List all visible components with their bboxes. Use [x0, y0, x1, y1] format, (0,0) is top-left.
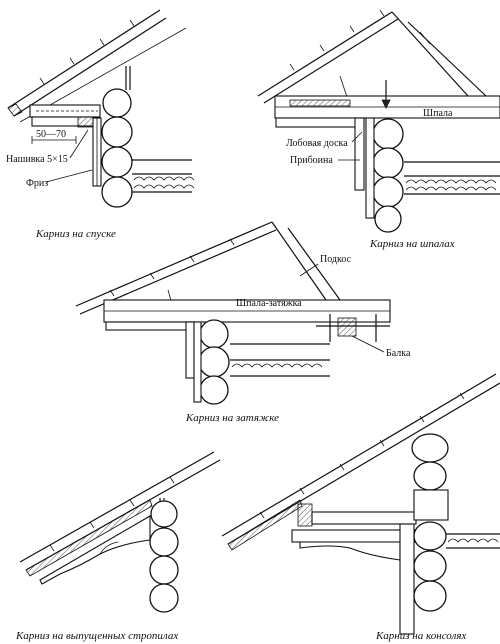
- soffit-board-label: Прибоина: [290, 155, 333, 166]
- soffit-box: [29, 104, 101, 128]
- dimension-label: 50—70: [36, 129, 66, 140]
- beam-section: [316, 314, 390, 342]
- caption-eave-on-extended-rafters: Карниз на выпущенных стропилах: [15, 630, 178, 642]
- beam-label: Балка: [386, 348, 411, 359]
- log-wall: [365, 117, 404, 233]
- fascia-label: Лобовая доска: [286, 138, 348, 149]
- log-wall: [411, 433, 449, 612]
- rafter-post: [125, 66, 131, 90]
- ceiling-layer: [132, 159, 195, 193]
- roof-slope: [221, 373, 500, 551]
- tie-sleeper-label: Шпала-затяжка: [236, 298, 302, 309]
- sheathing-label: Нашивка 5×15: [6, 154, 68, 165]
- ceiling-layer: [446, 533, 500, 549]
- ceiling-layer: [404, 161, 500, 195]
- diagram-eave-on-extended-rafters: Карниз на выпущенных стропилах: [15, 451, 221, 642]
- log-wall: [193, 319, 230, 405]
- roof-slope: [19, 451, 221, 577]
- caption-eave-on-consoles: Карниз на консолях: [375, 630, 466, 642]
- frieze-label: Фриз: [26, 178, 48, 189]
- strut-label: Подкос: [320, 254, 352, 265]
- log-wall: [92, 88, 133, 208]
- console-beams: [291, 503, 417, 635]
- diagram-eave-on-consoles: Карниз на консолях: [221, 373, 500, 642]
- diagram-eave-on-slope: 50—70 Нашивка 5×15 Фриз Карниз на спуске: [6, 9, 195, 240]
- roof-slope: [257, 9, 487, 107]
- caption-eave-on-sleepers: Карниз на шпалах: [369, 238, 455, 250]
- caption-eave-on-slope: Карниз на спуске: [35, 228, 116, 240]
- diagram-eave-on-tie: Подкос Шпала-затяжка Балка Карниз на зат…: [75, 221, 411, 424]
- diagram-eave-on-sleepers: Шпала Лобовая доска Прибоина Карниз на ш…: [257, 9, 500, 250]
- ceiling-layer: [230, 343, 330, 377]
- extended-rafter: [39, 515, 151, 585]
- caption-eave-on-tie: Карниз на затяжке: [185, 412, 279, 424]
- tie-sleeper: [103, 299, 391, 379]
- sleeper-beam: [274, 95, 500, 191]
- sleeper-label: Шпала: [423, 108, 453, 119]
- log-wall: [149, 500, 179, 613]
